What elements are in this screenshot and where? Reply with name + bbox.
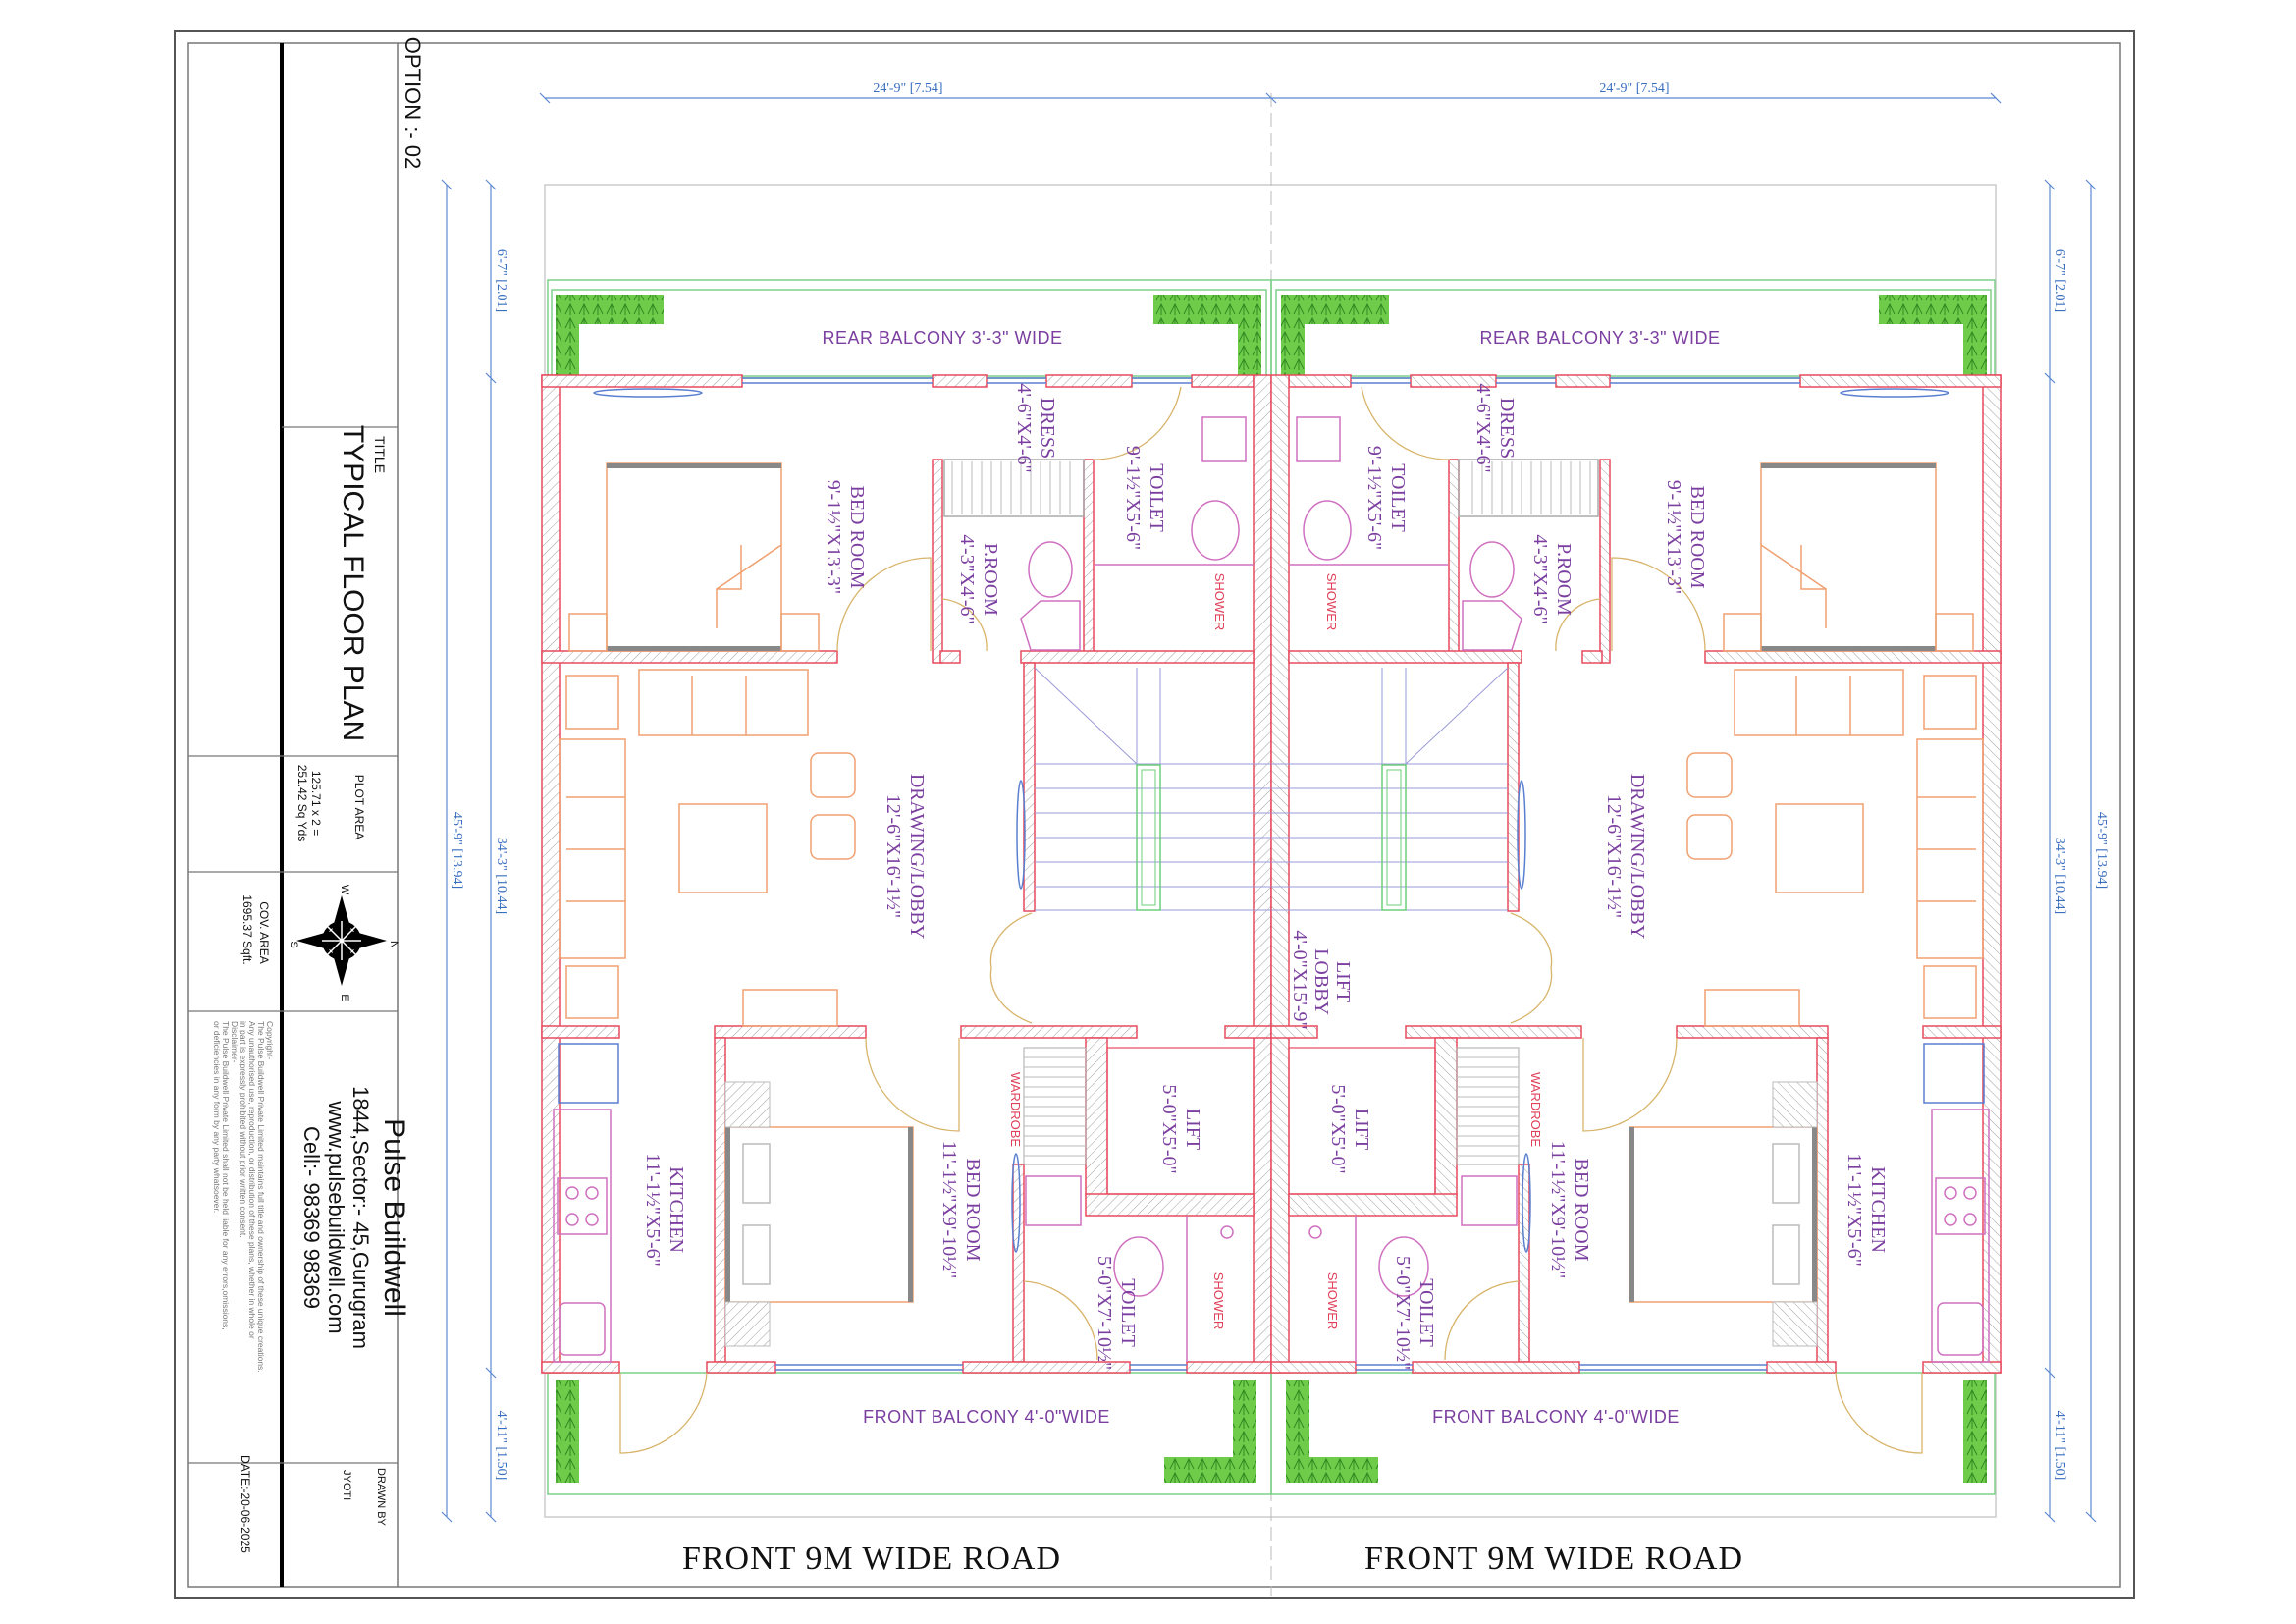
title-label: TITLE	[372, 436, 388, 473]
legal-line: Disclaimer-	[230, 1021, 240, 1063]
left-p-room-name: P.ROOM	[980, 543, 1001, 616]
left-wardrobe-label: WARDROBE	[1008, 1072, 1023, 1147]
drawn-by-name: JYOTI	[341, 1470, 352, 1500]
plot-area-calc: 125.71 x 2 =	[309, 771, 323, 836]
right-bedroom-rear-size: 9'-1½"X13'-3"	[1663, 480, 1684, 594]
company-name: Pulse Buildwell	[378, 1118, 410, 1317]
left-kitchen-name: KITCHEN	[666, 1166, 687, 1253]
right-dress-size: 4'-6"X4'-6"	[1472, 383, 1494, 472]
dim-top-left: 24'-9" [7.54]	[873, 81, 942, 96]
right-shower-front-label: SHOWER	[1325, 1272, 1340, 1330]
lift-lobby-name1: LIFT	[1332, 961, 1354, 1002]
road-label-left: FRONT 9M WIDE ROAD	[682, 1541, 1061, 1577]
left-shower-front-label: SHOWER	[1211, 1272, 1226, 1330]
lift-lobby-name2: LOBBY	[1310, 948, 1332, 1015]
right-p-room-size: 4'-3"X4'-6"	[1529, 534, 1551, 623]
left-bedroom-rear-name: BED ROOM	[846, 485, 868, 588]
right-kitchen-size: 11'-1½"X5'-6"	[1843, 1153, 1865, 1267]
dim-right-total: 45'-9" [13.94]	[2094, 812, 2109, 889]
compass-s: S	[288, 941, 299, 947]
right-toilet-front-name: TOILET	[1415, 1278, 1437, 1347]
legal-line: Any unauthorised use, reproduction, or d…	[247, 1021, 257, 1339]
left-bedroom-front-size: 11'-1½"X9'-10½"	[938, 1141, 960, 1279]
right-lift-size: 5'-0"X5'-0"	[1327, 1084, 1349, 1173]
compass-icon: W E N S	[288, 885, 400, 1001]
compass-w: W	[339, 885, 350, 895]
sheet-outer-border	[174, 30, 2135, 1599]
road-label-right: FRONT 9M WIDE ROAD	[1364, 1541, 1743, 1577]
company-address: 1844,Sector:- 45,Gurugram	[348, 1086, 373, 1349]
title-block: OPTION :- 02 TITLE TYPICAL FLOOR PLAN PL…	[188, 37, 425, 1587]
left-lift-size: 5'-0"X5'-0"	[1158, 1084, 1180, 1173]
right-toilet-rear-name: TOILET	[1387, 463, 1409, 532]
compass-e: E	[339, 994, 350, 1001]
drawing-title: TYPICAL FLOOR PLAN	[337, 425, 369, 741]
left-front-balcony-label: FRONT BALCONY 4'-0"WIDE	[863, 1407, 1110, 1427]
compass-n: N	[388, 941, 400, 948]
right-p-room-name: P.ROOM	[1553, 543, 1575, 616]
right-bedroom-rear-name: BED ROOM	[1686, 485, 1708, 588]
legal-line: in part is expressly prohibited without …	[239, 1021, 248, 1238]
right-rear-balcony-label: REAR BALCONY 3'-3" WIDE	[1479, 328, 1720, 348]
dim-left-main: 34'-3" [10.44]	[494, 838, 508, 914]
plot-area-label: PLOT AREA	[352, 775, 366, 839]
company-cell: Cell:- 98369 98369	[299, 1126, 324, 1309]
right-toilet-rear-size: 9'-1½"X5'-6"	[1363, 446, 1385, 550]
legal-line: or deficiencies in any form by any party…	[212, 1021, 222, 1213]
dim-right-front: 4'-11" [1.50]	[2053, 1411, 2067, 1481]
left-toilet-rear-name: TOILET	[1146, 463, 1167, 532]
right-drawing-size: 12'-6"X16'-1½"	[1603, 794, 1625, 918]
dim-left-front: 4'-11" [1.50]	[494, 1411, 508, 1481]
right-drawing-name: DRAWING/LOBBY	[1627, 774, 1648, 939]
legal-line: The Pulse Buildwell Private Limited shal…	[221, 1021, 231, 1330]
right-wardrobe-label: WARDROBE	[1528, 1072, 1543, 1147]
right-shower-rear-label: SHOWER	[1324, 573, 1339, 631]
right-lift-name: LIFT	[1351, 1109, 1372, 1150]
plot-area-value: 251.42 Sq Yds	[295, 765, 309, 842]
left-lift-name: LIFT	[1182, 1109, 1203, 1150]
legal-line: Copyright-	[265, 1021, 275, 1059]
left-rear-balcony-label: REAR BALCONY 3'-3" WIDE	[822, 328, 1062, 348]
option-label: OPTION :- 02	[400, 37, 425, 169]
right-bedroom-front-name: BED ROOM	[1571, 1158, 1592, 1261]
dimension-lines	[441, 92, 2097, 1523]
room-labels: REAR BALCONY 3'-3" WIDEDRESS4'-6"X4'-6"T…	[642, 328, 1889, 1427]
drawn-by-label: DRAWN BY	[375, 1468, 387, 1527]
right-toilet-front-size: 5'-0"X7'-10½"	[1392, 1256, 1414, 1370]
right-bedroom-front-size: 11'-1½"X9'-10½"	[1547, 1141, 1569, 1279]
sheet-inner-border	[187, 42, 2121, 1588]
left-drawing-name: DRAWING/LOBBY	[906, 774, 928, 939]
legal-line: The Pulse Buildwell Private Limited main…	[256, 1021, 266, 1373]
left-toilet-front-name: TOILET	[1117, 1278, 1139, 1347]
company-website: www.pulsebuildwell.com	[324, 1100, 348, 1333]
legal-text: Copyright- The Pulse Buildwell Private L…	[212, 1021, 275, 1373]
left-p-room-size: 4'-3"X4'-6"	[956, 534, 978, 623]
lift-lobby-size: 4'-0"X15'-9"	[1289, 930, 1310, 1029]
left-dress-size: 4'-6"X4'-6"	[1013, 383, 1035, 472]
left-drawing-size: 12'-6"X16'-1½"	[882, 794, 904, 918]
left-bedroom-front-name: BED ROOM	[962, 1158, 984, 1261]
right-kitchen-name: KITCHEN	[1867, 1166, 1889, 1253]
right-front-balcony-label: FRONT BALCONY 4'-0"WIDE	[1432, 1407, 1680, 1427]
left-bedroom-rear-size: 9'-1½"X13'-3"	[823, 480, 844, 594]
left-shower-rear-label: SHOWER	[1212, 573, 1227, 631]
drawing-date: DATE:-20-06-2025	[239, 1455, 252, 1553]
left-dress-name: DRESS	[1037, 398, 1058, 459]
dim-top-right: 24'-9" [7.54]	[1599, 81, 1669, 96]
dim-left-total: 45'-9" [13.94]	[450, 812, 464, 889]
cov-area-label: COV. AREA	[257, 901, 271, 964]
left-toilet-front-size: 5'-0"X7'-10½"	[1094, 1256, 1115, 1370]
right-dress-name: DRESS	[1496, 398, 1518, 459]
dim-right-main: 34'-3" [10.44]	[2053, 838, 2067, 914]
cov-area-value: 1695.37 Sqft.	[240, 894, 254, 964]
dim-left-rear: 6'-7" [2.01]	[494, 249, 508, 312]
dim-right-rear: 6'-7" [2.01]	[2053, 249, 2067, 312]
left-kitchen-size: 11'-1½"X5'-6"	[642, 1153, 664, 1267]
left-toilet-rear-size: 9'-1½"X5'-6"	[1122, 446, 1144, 550]
